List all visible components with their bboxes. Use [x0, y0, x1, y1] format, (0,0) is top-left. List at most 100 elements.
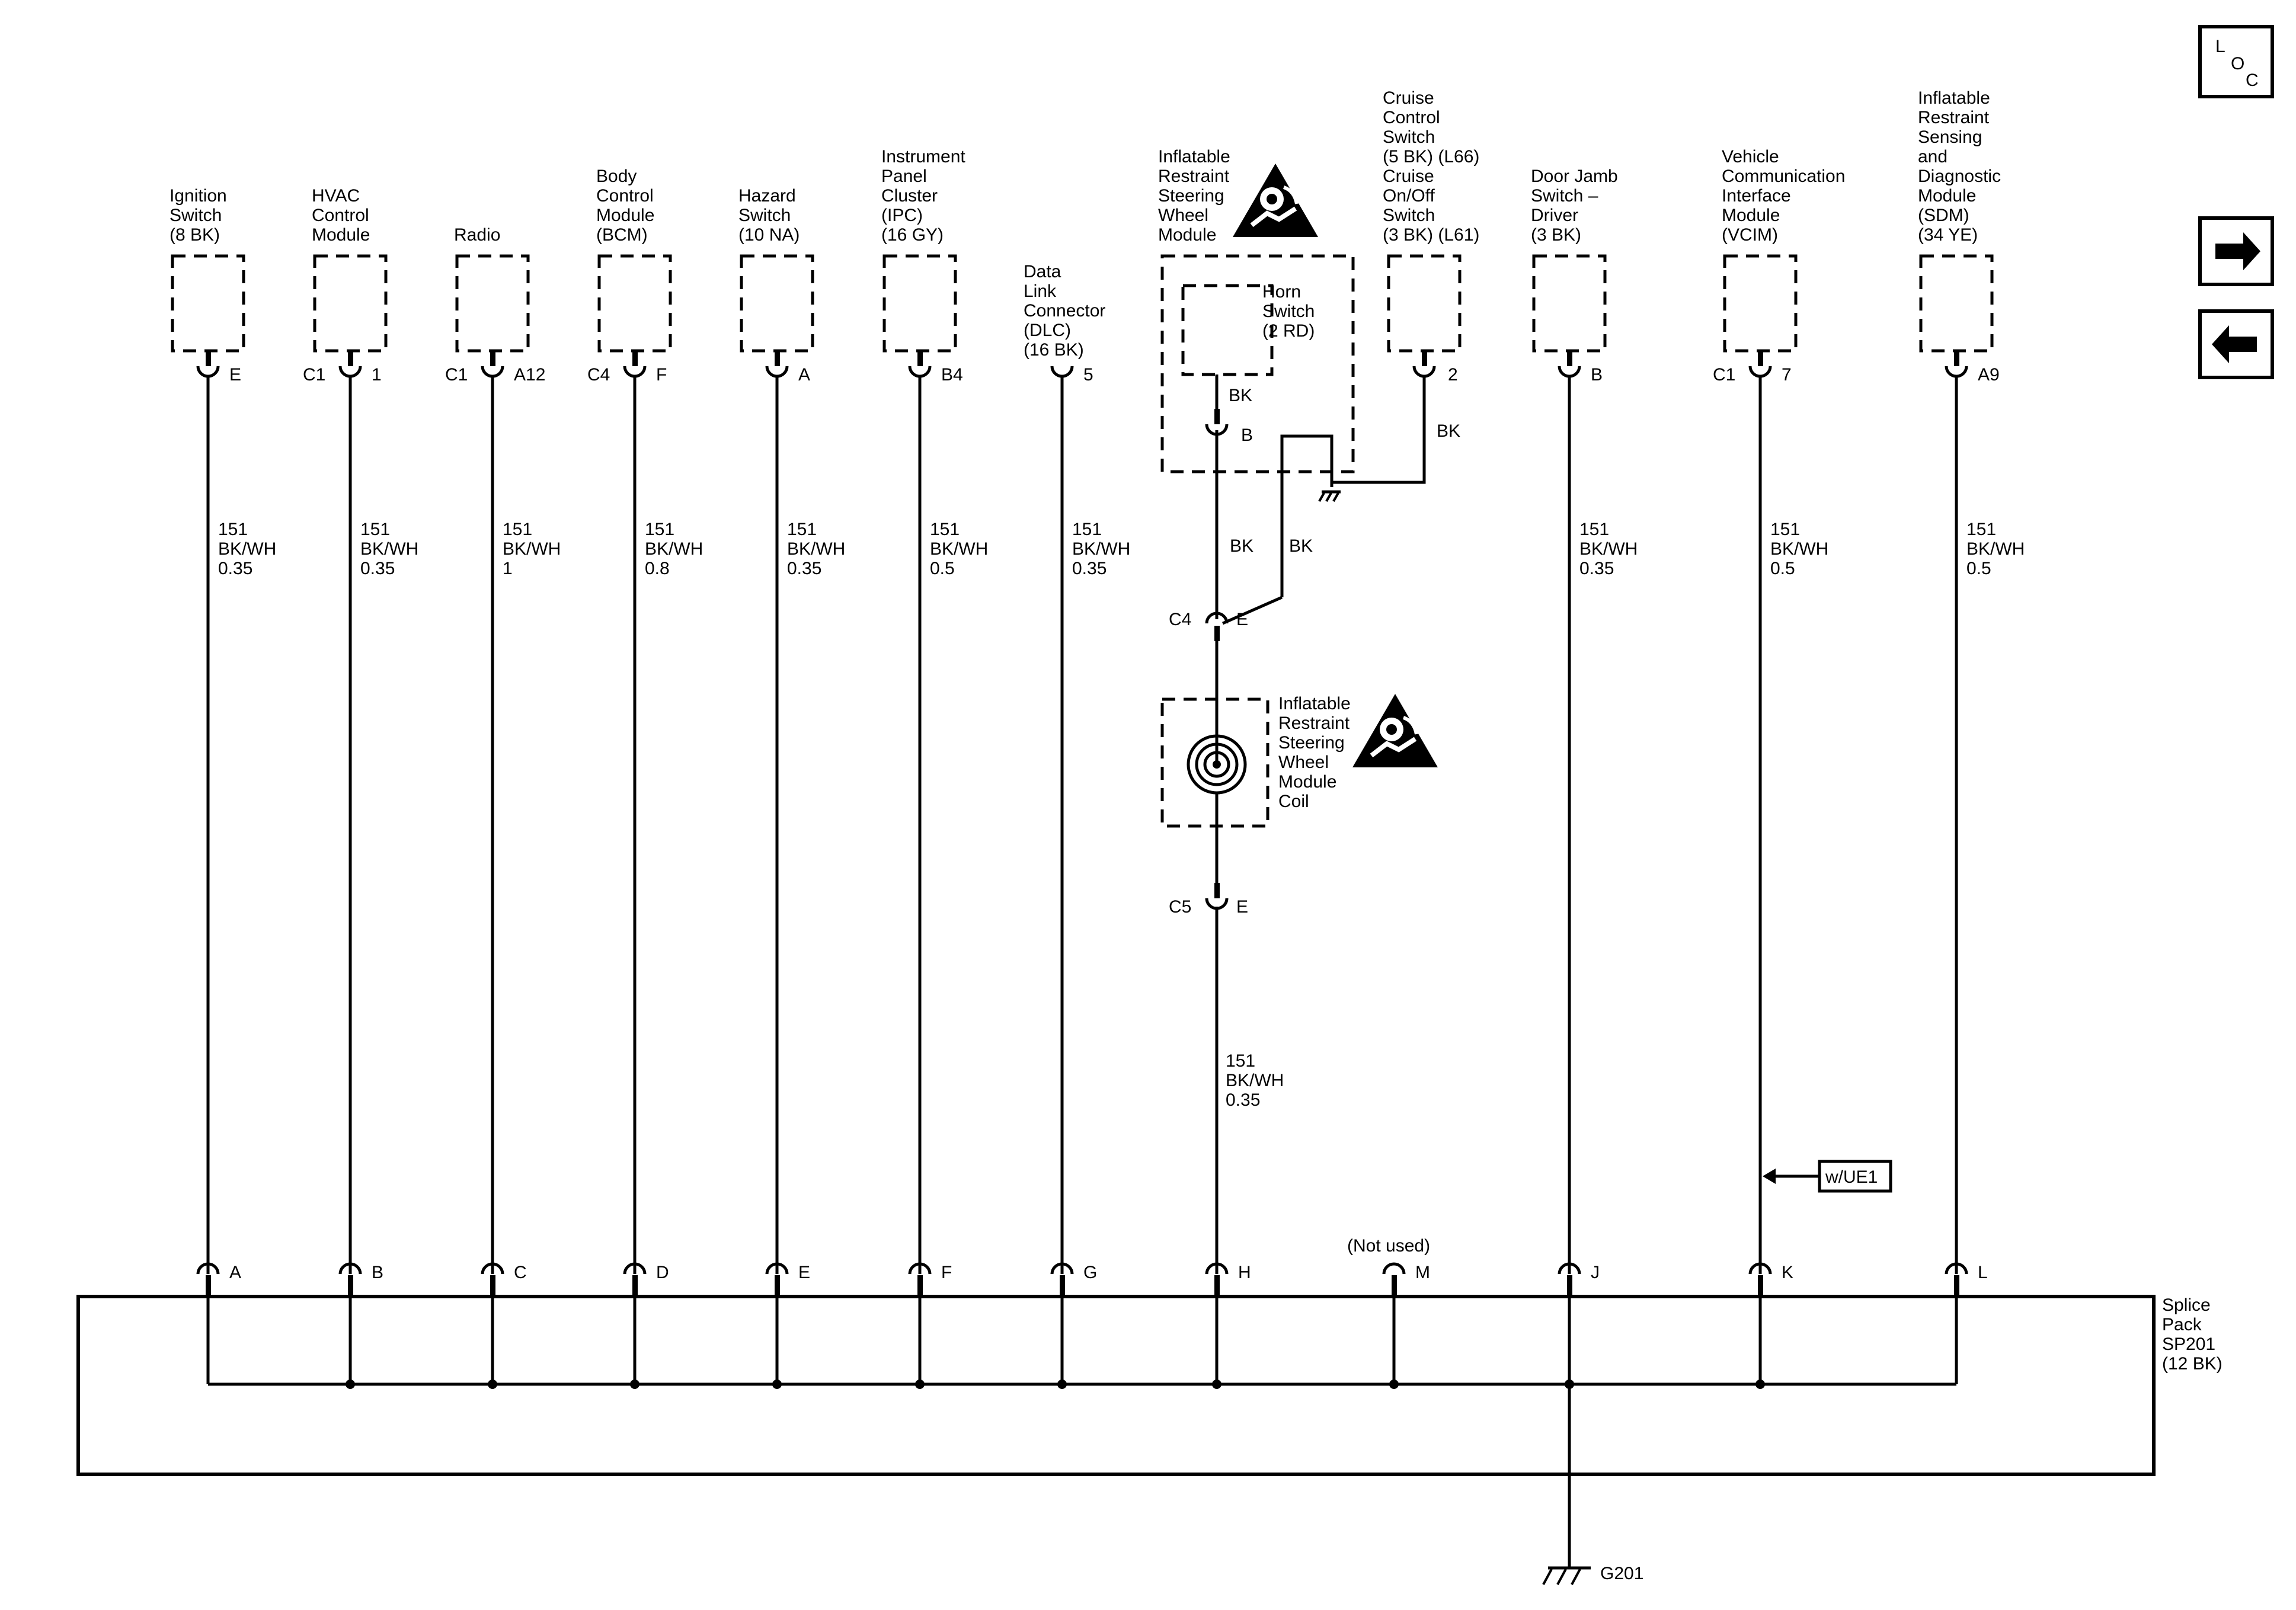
- clockspring-coil-icon: [1187, 734, 1247, 795]
- splice-name-line: SP201: [2162, 1334, 2215, 1354]
- steering-coil-name-line: Wheel: [1278, 753, 1329, 772]
- cruise-pin: 2: [1448, 365, 1458, 385]
- hvac-name-line: Control: [312, 206, 369, 225]
- bcm-connector: C4: [587, 365, 610, 385]
- cruise-name-line: On/Off: [1383, 186, 1435, 206]
- vcim-name-line: Interface: [1722, 186, 1791, 206]
- splice-name-line: Splice: [2162, 1295, 2211, 1315]
- cruise-name-line: (3 BK) (L61): [1383, 225, 1479, 245]
- dlc-name-line: (16 BK): [1024, 340, 1084, 360]
- hazard-name-line: (10 NA): [738, 225, 800, 245]
- ipc-wire-label-line: 151: [930, 520, 960, 539]
- bcm-wire-label-line: 151: [645, 520, 674, 539]
- splice-pin-D: D: [623, 1262, 669, 1389]
- loc-c: C: [2246, 71, 2259, 90]
- ipc-wire-label-line: 0.5: [930, 559, 955, 578]
- arrow-right-icon[interactable]: [2198, 216, 2274, 286]
- door-jamb-wire-label-line: 0.35: [1579, 559, 1614, 578]
- door-jamb-name-line: Door Jamb: [1531, 167, 1618, 186]
- ipc-module-box: [882, 254, 957, 353]
- steering-coil-name-line: Module: [1278, 772, 1336, 792]
- radio-wire-label-line: 151: [503, 520, 532, 539]
- steering-coil: [1160, 697, 1269, 828]
- horn-switch-box: [1181, 284, 1274, 376]
- vcim-connector: C1: [1713, 365, 1735, 385]
- ignition-name-line: (8 BK): [170, 225, 220, 245]
- vcim-wire-label-line: BK/WH: [1770, 539, 1828, 559]
- horn-switch-name-line: (2 RD): [1262, 321, 1315, 341]
- steering-coil-name-line: Coil: [1278, 792, 1309, 811]
- steering-coil-name-line: Steering: [1278, 733, 1345, 753]
- ipc-pin: B4: [941, 365, 963, 385]
- splice-pin-K: K: [1748, 1262, 1793, 1389]
- hvac-module-box: [313, 254, 388, 353]
- horn-switch-name-line: Switch: [1262, 302, 1315, 321]
- cruise-name-line: Control: [1383, 108, 1440, 127]
- arrow-left-icon[interactable]: [2198, 309, 2274, 379]
- steering-wire-label-line: BK/WH: [1226, 1071, 1284, 1090]
- cruise-name-line: Cruise: [1383, 88, 1434, 108]
- vcim-name-line: Vehicle: [1722, 147, 1779, 167]
- bcm-module-box: [597, 254, 672, 353]
- radio-pin: A12: [514, 365, 545, 385]
- horn-pin: B: [1241, 425, 1253, 445]
- hazard-wire-label-line: 0.35: [787, 559, 821, 578]
- ignition-pin: E: [229, 365, 241, 385]
- door-jamb-module-box: [1532, 254, 1607, 353]
- door-jamb-name-line: Driver: [1531, 206, 1578, 225]
- steering-module-name-line: Module: [1158, 225, 1216, 245]
- hazard-module-box: [740, 254, 814, 353]
- radio-name-line: Radio: [454, 225, 500, 245]
- vcim-wire-label-line: 151: [1770, 520, 1800, 539]
- splice-pin-B: B: [338, 1262, 383, 1389]
- splice-name-line: (12 BK): [2162, 1354, 2223, 1374]
- door-jamb-name-line: Switch –: [1531, 186, 1598, 206]
- ipc-name-line: (16 GY): [881, 225, 944, 245]
- vcim-name-line: Module: [1722, 206, 1780, 225]
- vcim-name-line: (VCIM): [1722, 225, 1778, 245]
- dlc-name-line: Data: [1024, 262, 1061, 281]
- dlc-name-line: Connector: [1024, 301, 1105, 321]
- radio-wire-label-line: BK/WH: [503, 539, 561, 559]
- ignition-wire-label-line: 151: [218, 520, 248, 539]
- splice-pin-label: M: [1415, 1263, 1430, 1282]
- ipc-name-line: Panel: [881, 167, 927, 186]
- hvac-wire-label-line: 151: [360, 520, 390, 539]
- ignition-wire-label-line: BK/WH: [218, 539, 276, 559]
- sdm-name-line: (SDM): [1918, 206, 1969, 225]
- cruise-wire: BK: [1437, 421, 1460, 441]
- splice-pin-label: A: [229, 1263, 241, 1282]
- splice-pin-M: M: [1382, 1262, 1430, 1389]
- sdm-wire-label-line: 151: [1966, 520, 1996, 539]
- airbag-warning-icon: [1352, 694, 1438, 767]
- dlc-wire-label-line: 0.35: [1072, 559, 1107, 578]
- cruise-name-line: Switch: [1383, 206, 1435, 225]
- sdm-wire-label-line: 0.5: [1966, 559, 1991, 578]
- dlc-wire-label-line: BK/WH: [1072, 539, 1130, 559]
- splice-pin-label: G: [1083, 1263, 1097, 1282]
- splice-pin-label: H: [1238, 1263, 1251, 1282]
- sdm-name-line: Diagnostic: [1918, 167, 2001, 186]
- steering-module-name-line: Inflatable: [1158, 147, 1230, 167]
- vcim-wire-label-line: 0.5: [1770, 559, 1795, 578]
- splice-pin-label: L: [1978, 1263, 1988, 1282]
- ground-icon: [1542, 1566, 1591, 1585]
- door-jamb-pin: B: [1591, 365, 1603, 385]
- door-jamb-name-line: (3 BK): [1531, 225, 1581, 245]
- splice-pin-F: F: [908, 1262, 952, 1389]
- hvac-pin: 1: [372, 365, 382, 385]
- hazard-name-line: Switch: [738, 206, 791, 225]
- loc-button[interactable]: L O C: [2198, 25, 2274, 98]
- steering-wire-label-line: 0.35: [1226, 1090, 1260, 1110]
- splice-pin-E: E: [765, 1262, 810, 1389]
- steering-module-name-line: Restraint: [1158, 167, 1230, 186]
- bcm-wire-label-line: BK/WH: [645, 539, 703, 559]
